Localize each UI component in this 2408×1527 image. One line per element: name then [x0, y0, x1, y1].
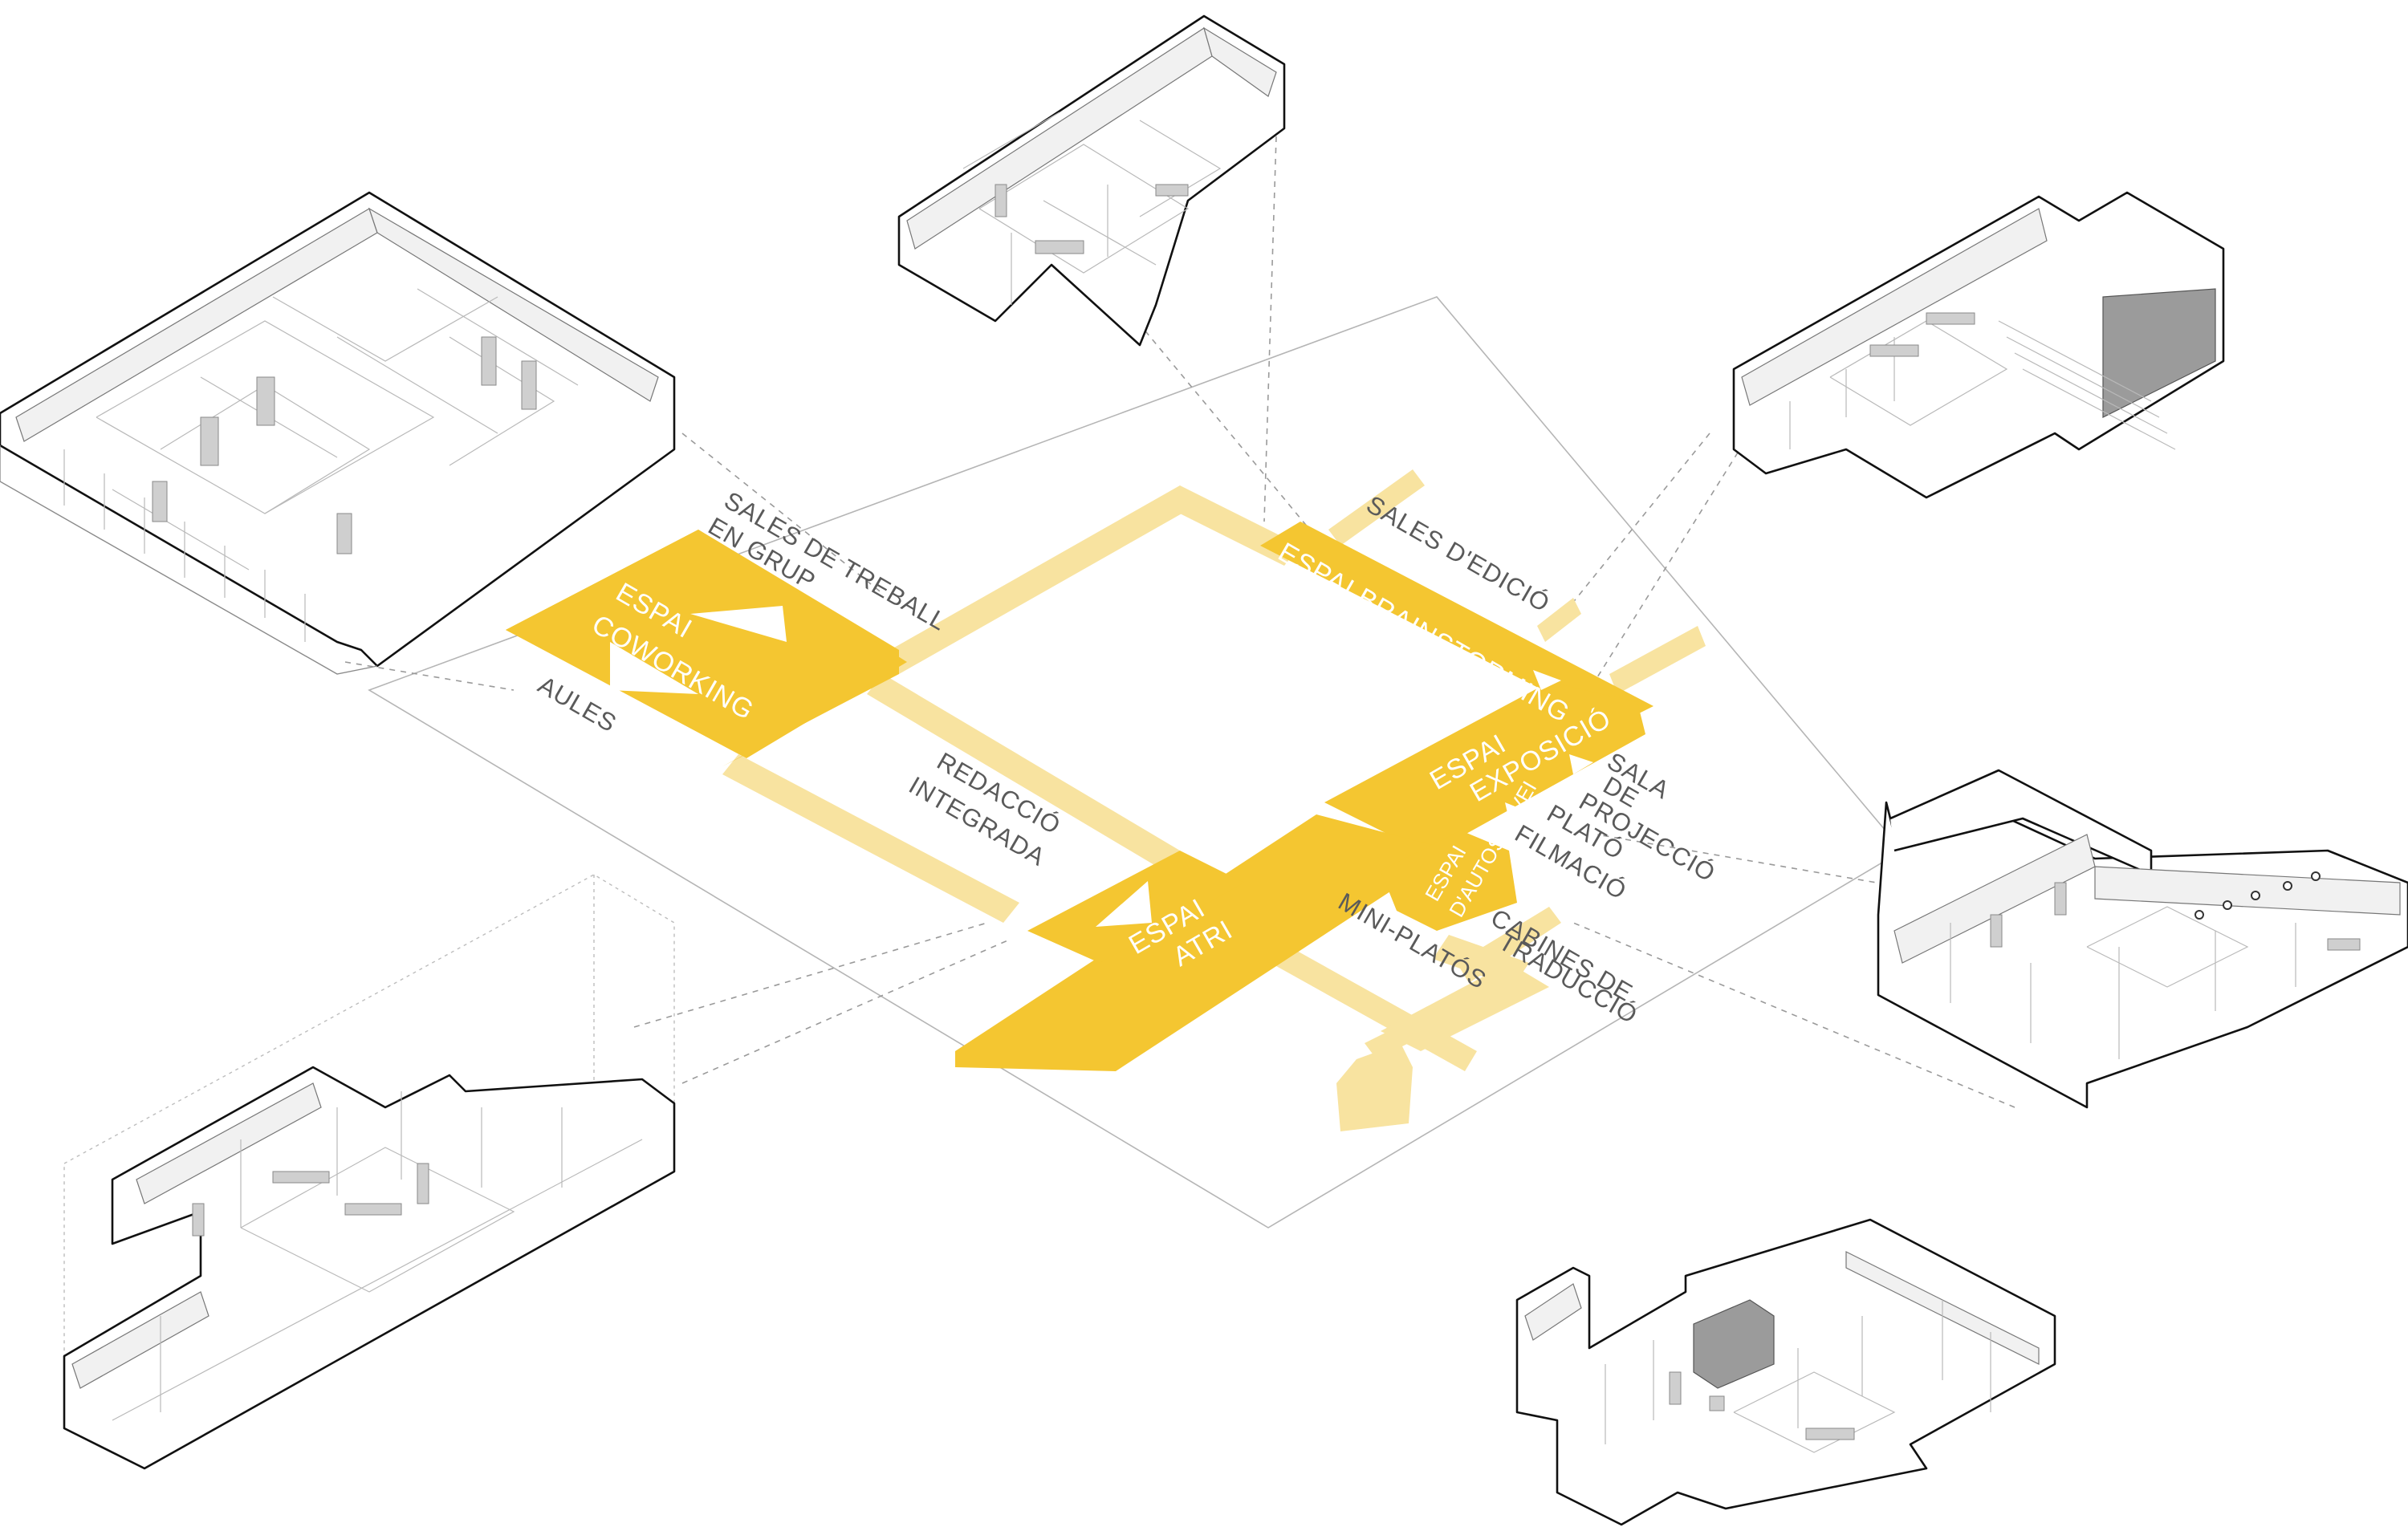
down-arrow-icon — [610, 642, 698, 694]
axo-atri-redaccio — [63, 874, 676, 1470]
arrows — [610, 606, 1593, 927]
up-arrow-icon-atri — [1096, 881, 1152, 927]
circulation-pale — [722, 469, 1706, 1131]
axo-mini-platos — [1515, 1218, 2056, 1526]
up-arrow-icon — [690, 606, 787, 642]
axo-sales-edicio — [897, 14, 1286, 347]
circulation-solid — [506, 522, 1653, 1071]
triangle-marker-icon — [1569, 754, 1593, 774]
zone-autoservei — [1381, 831, 1517, 931]
zone-brainstorming — [1260, 522, 1653, 726]
zone-exposicio — [1324, 682, 1645, 855]
axo-sala-projeccio — [1732, 191, 2225, 499]
axo-coworking — [0, 191, 676, 675]
zone-atri — [955, 814, 1453, 1071]
triangle-marker-icon — [1533, 670, 1561, 690]
label-brainstorming: ESPAI BRAINSTORMING — [1273, 537, 1575, 729]
triangle-marker-icon — [1505, 802, 1525, 820]
axo-plato-cabines — [1877, 769, 2408, 1109]
